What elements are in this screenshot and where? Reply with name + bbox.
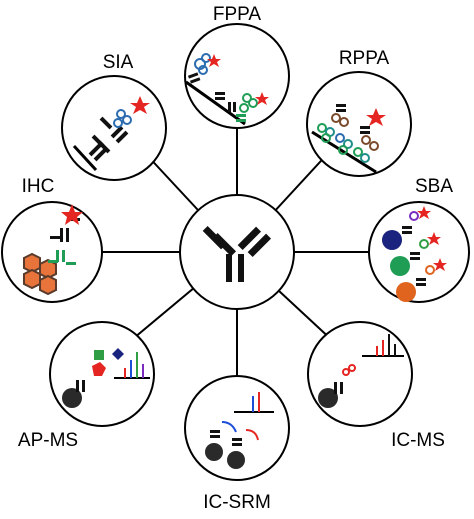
label-ihc: IHC <box>22 176 55 197</box>
star-icon <box>207 54 221 67</box>
label-sia: SIA <box>103 52 134 73</box>
apms-antibody <box>76 380 85 392</box>
protein-pentagon <box>92 362 106 376</box>
labels: FPPA SIA RPPA IHC SBA AP-MS IC-MS IC-SRM <box>18 4 453 513</box>
icms-spectrum <box>362 334 404 357</box>
ihc-green-antibody <box>48 250 76 265</box>
sia-protein <box>113 109 132 128</box>
bead-green <box>390 256 410 276</box>
star-icon <box>130 96 150 114</box>
sia-antibody <box>88 116 129 162</box>
fppa-protein-blue <box>194 53 211 75</box>
protein-diamond <box>112 348 124 360</box>
fppa-green-antibody <box>236 114 246 122</box>
peptide-red <box>245 429 259 441</box>
star-icon <box>417 206 431 219</box>
peptide-blue <box>221 421 237 433</box>
sia-surface <box>72 144 98 172</box>
sba-antibodies <box>402 226 426 286</box>
icsrm-spectrum <box>234 392 274 413</box>
label-sba: SBA <box>415 176 453 197</box>
label-icsrm: IC-SRM <box>203 492 271 513</box>
bead <box>62 388 82 408</box>
apms-illustration <box>62 348 150 408</box>
antibody-icon <box>202 225 272 282</box>
icms-antibody <box>334 382 343 394</box>
icsrm-antibodies <box>210 430 242 446</box>
center-circle <box>179 194 295 310</box>
bead <box>205 443 223 461</box>
star-icon <box>427 232 441 245</box>
sba-proteins <box>409 211 435 275</box>
rppa-proteins <box>317 113 379 163</box>
bead-navy <box>382 230 402 250</box>
fppa-antibodies <box>187 72 236 112</box>
label-icms: IC-MS <box>391 430 445 451</box>
sia-illustration <box>72 96 150 172</box>
label-fppa: FPPA <box>213 4 262 25</box>
fppa-surface <box>185 80 246 126</box>
icms-peptide <box>342 364 356 376</box>
rppa-antibodies <box>336 104 370 134</box>
circle-rppa <box>306 71 412 177</box>
apms-spectrum <box>114 352 150 379</box>
star-icon <box>255 92 269 105</box>
star-icon <box>366 108 386 126</box>
protein-square <box>94 350 104 360</box>
star-icon <box>433 258 447 271</box>
label-apms: AP-MS <box>18 430 78 451</box>
cell-hexagon <box>23 268 41 290</box>
bead <box>318 388 338 408</box>
cell-hexagon <box>39 274 57 296</box>
star-icon <box>61 204 83 225</box>
label-rppa: RPPA <box>339 48 390 69</box>
icsrm-illustration <box>205 392 274 469</box>
rppa-illustration <box>311 104 386 174</box>
fppa-illustration <box>185 53 269 126</box>
bead-orange <box>396 282 416 302</box>
bead <box>227 451 245 469</box>
ihc-illustration <box>23 204 83 296</box>
icms-illustration <box>318 334 404 408</box>
circle-icms <box>307 321 413 427</box>
fppa-protein-green <box>239 93 258 113</box>
circle-sia <box>61 75 167 181</box>
sba-illustration <box>382 206 447 302</box>
circle-fppa <box>184 23 290 129</box>
